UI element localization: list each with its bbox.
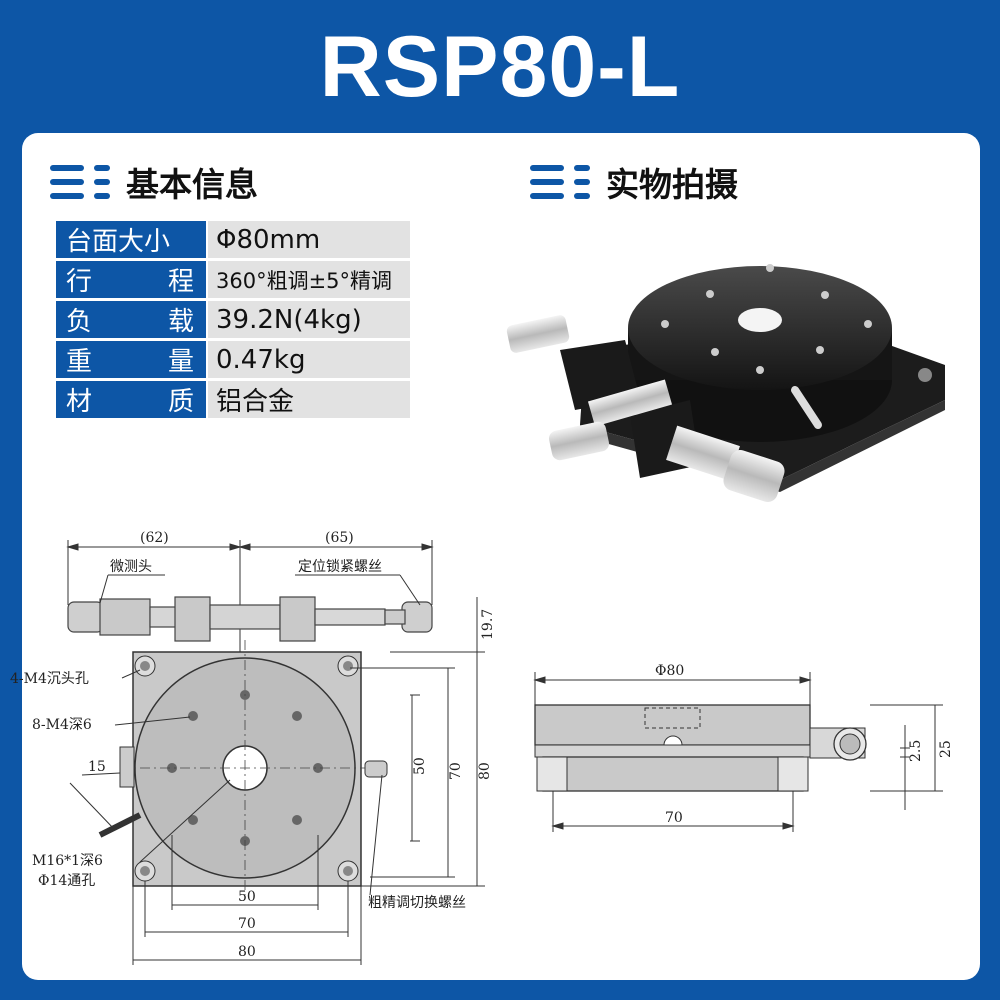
callout-through-hole: Φ14通孔 — [38, 873, 95, 889]
side-height-25: 25 — [938, 740, 954, 758]
side-diameter: Φ80 — [655, 663, 684, 679]
page-title: RSP80-L — [319, 19, 681, 115]
spec-label-char: 载 — [167, 307, 194, 337]
dim-62: (62) — [140, 530, 169, 546]
callout-switch-screw: 粗精调切换螺丝 — [368, 894, 466, 911]
side-view-drawing: Φ80 70 25 2.5 — [533, 663, 954, 832]
spec-label: 材质 — [56, 381, 206, 418]
spec-row: 材质 铝合金 — [56, 381, 410, 418]
spec-row: 负载 39.2N(4kg) — [56, 301, 410, 338]
section-title-info: 基本信息 — [126, 165, 258, 204]
callout-micrometer: 微测头 — [110, 559, 152, 575]
dim-bottom-80: 80 — [238, 944, 256, 960]
dim-bottom-50: 50 — [238, 889, 256, 905]
dim-bottom-70: 70 — [238, 916, 256, 932]
callout-center-thread: M16*1深6 — [32, 853, 103, 869]
callout-tapped: 8-M4深6 — [32, 717, 92, 733]
spec-label: 行程 — [56, 261, 206, 298]
spec-label: 负载 — [56, 301, 206, 338]
section-photo: 实物拍摄 — [530, 158, 738, 206]
spec-row: 行程 360°粗调±5°精调 — [56, 261, 410, 298]
list-icon — [50, 165, 110, 199]
spec-label-char: 重 — [66, 347, 93, 377]
spec-label: 重量 — [56, 341, 206, 378]
spec-table: 台面大小 Φ80mm 行程 360°粗调±5°精调 负载 39.2N(4kg) … — [56, 218, 410, 421]
spec-value: 铝合金 — [206, 381, 410, 418]
dim-right-50: 50 — [412, 757, 428, 775]
product-photo — [506, 264, 945, 503]
dim-right-80: 80 — [477, 762, 493, 780]
spec-value: 39.2N(4kg) — [206, 301, 410, 338]
spec-label-char: 程 — [167, 267, 194, 297]
spec-value: Φ80mm — [206, 221, 410, 258]
side-bottom-70: 70 — [665, 810, 683, 826]
spec-label-char: 质 — [167, 387, 194, 417]
dim-19-7: 19.7 — [480, 609, 496, 640]
spec-row: 重量 0.47kg — [56, 341, 410, 378]
callout-counterbore: 4-M4沉头孔 — [10, 671, 89, 687]
section-basic-info: 基本信息 — [50, 158, 258, 206]
spec-label: 台面大小 — [56, 221, 206, 258]
spec-value: 360°粗调±5°精调 — [206, 261, 410, 298]
callout-lock-screw: 定位锁紧螺丝 — [298, 559, 382, 575]
side-height-2-5: 2.5 — [908, 740, 924, 762]
dim-15: 15 — [88, 759, 106, 775]
section-title-photo: 实物拍摄 — [606, 165, 738, 204]
spec-label-char: 负 — [66, 307, 93, 337]
spec-label-char: 量 — [167, 347, 194, 377]
dim-right-70: 70 — [448, 762, 464, 780]
spec-row: 台面大小 Φ80mm — [56, 221, 410, 258]
spec-label-char: 材 — [66, 387, 93, 417]
top-view-drawing: (62) (65) 微测头 定位锁紧螺丝 4-M4沉头孔 8-M4深6 15 M… — [10, 530, 496, 965]
list-icon — [530, 165, 590, 199]
dim-65: (65) — [325, 530, 354, 546]
spec-label-char: 行 — [66, 267, 93, 297]
spec-value: 0.47kg — [206, 341, 410, 378]
